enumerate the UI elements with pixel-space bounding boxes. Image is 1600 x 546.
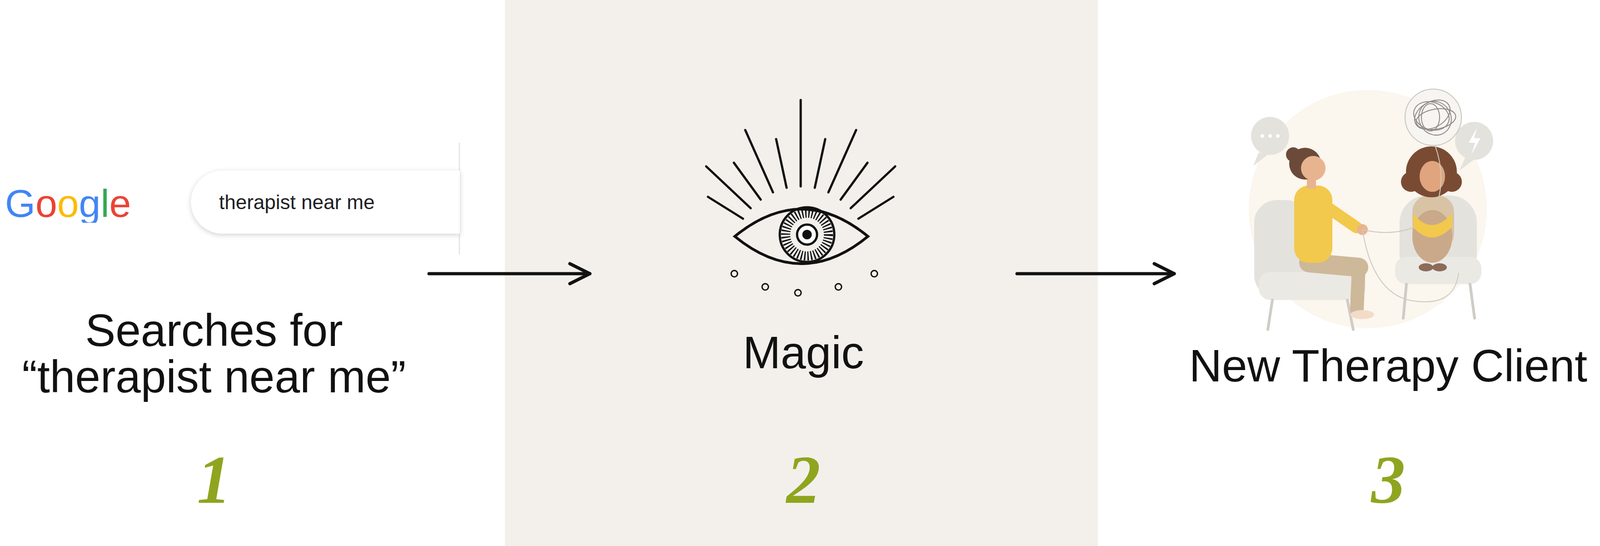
eye-symbol-part [731,270,738,277]
middle-band [504,0,1098,546]
therapy-illustration-part [1258,271,1366,300]
eye-symbol-part [733,162,761,200]
therapy-illustration-part [1260,134,1265,138]
therapy-illustration-part [1300,155,1326,181]
therapy-illustration-part [1308,262,1359,268]
therapy-illustration-part [1320,202,1357,228]
therapy-illustration-part [1468,128,1481,155]
step-title: New Therapy Client [1187,342,1589,389]
therapy-illustration-part [1251,116,1290,155]
eye-symbol-part [803,230,811,239]
therapy-illustration-part [1470,284,1475,319]
flow-arrow [1016,272,1175,276]
logo-text: Google [4,183,131,223]
therapy-illustration-part [1405,89,1462,146]
therapy-illustration-part [1409,94,1458,142]
step-column: New Therapy Client 3 [1179,254,1597,537]
therapy-illustration-part [1413,213,1452,238]
eye-symbol-part [794,289,802,296]
eye-symbol-part [762,283,769,290]
eye-symbol-part [799,99,803,187]
therapy-illustration-part [1455,121,1494,160]
therapy-illustration-part [1276,134,1280,138]
eye-symbol-part [871,270,878,277]
search-query: therapist near me [219,190,375,214]
eye-symbol-part [840,162,868,200]
eye-symbol-part [835,283,842,290]
therapy-illustration-part [1432,263,1447,272]
therapy-illustration-part-part [1409,94,1456,135]
step-title: Searches for “therapist near me” [12,306,416,400]
eye-symbol-part [707,196,743,219]
therapy-illustration-part [1350,309,1375,320]
therapy-illustration-part [1403,284,1407,319]
step-number: 2 [603,445,1004,514]
eye-symbol-part [797,224,818,245]
eye-symbol-part [858,196,894,219]
therapy-illustration-part [1294,185,1333,263]
eye-symbol-part [814,139,826,188]
flow-arrow [428,272,590,276]
step-title: Magic [603,328,1004,376]
eye-symbol-part [850,166,896,209]
step-column: Magic 2 [595,254,1012,537]
eye-symbol-part [785,213,829,256]
step-column: Searches for “therapist near me” 1 [4,254,424,537]
search-box: therapist near me [190,170,460,234]
therapy-illustration-part [1267,299,1273,330]
eye-symbol-part [734,209,868,264]
step-number: 1 [12,445,416,514]
therapy-illustration-part [1285,147,1301,162]
therapy-illustration-part [1356,267,1359,310]
therapy-illustration-part [1400,171,1421,192]
eye-symbol-part [706,166,751,209]
therapy-illustration-part [1268,134,1272,138]
therapy-illustration-part [1412,209,1453,263]
eye-symbol-part [776,139,787,188]
therapy-illustration-part [1418,263,1434,272]
therapy-illustration-part-part [1412,95,1458,142]
step-number: 3 [1187,445,1589,514]
therapy-illustration [1248,89,1494,330]
eye-symbol-part [779,207,835,262]
therapy-illustration-part [1362,145,1459,302]
eye-symbol [706,99,896,296]
therapy-illustration-part-part [1421,103,1440,131]
